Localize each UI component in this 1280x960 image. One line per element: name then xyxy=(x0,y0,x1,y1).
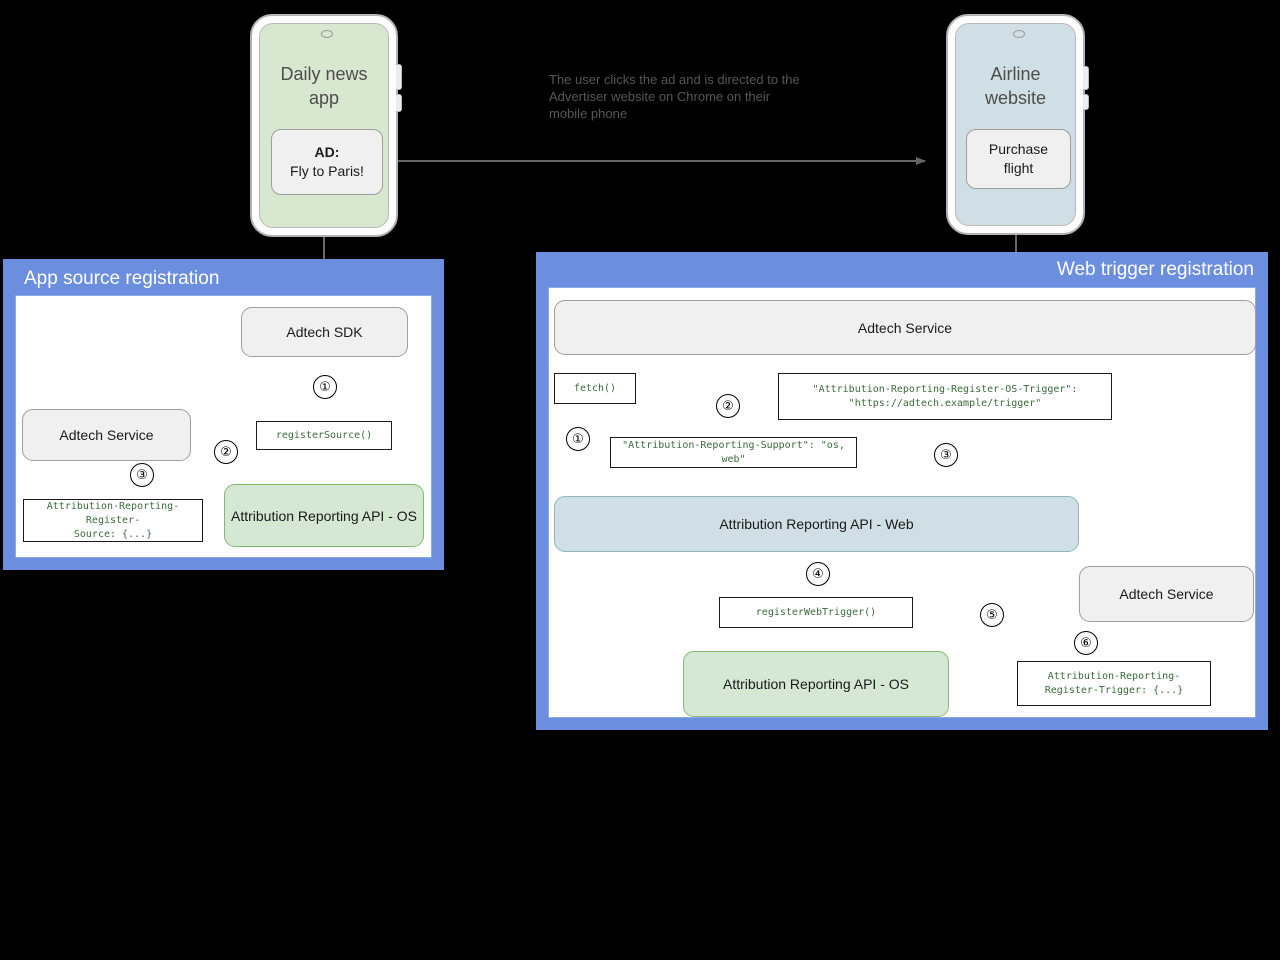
phone-left-side-button-2 xyxy=(396,94,402,112)
node-adtech-service-left[interactable]: Adtech Service xyxy=(22,409,191,461)
ad-card[interactable]: AD: Fly to Paris! xyxy=(271,129,383,195)
step-marker-right-5: ⑤ xyxy=(980,603,1004,627)
ad-card-line2: Fly to Paris! xyxy=(290,163,364,179)
step-marker-left-2: ② xyxy=(214,440,238,464)
step-marker-right-4: ④ xyxy=(806,562,830,586)
phone-screen-right xyxy=(955,23,1076,226)
step-marker-right-6: ⑥ xyxy=(1074,631,1098,655)
phone-right-title: Airline website xyxy=(984,64,1047,108)
purchase-flight-card[interactable]: Purchase flight xyxy=(966,129,1071,189)
phone-left-title: Daily news app xyxy=(280,64,368,108)
step-marker-left-3: ③ xyxy=(130,463,154,487)
node-ar-api-os-left[interactable]: Attribution Reporting API - OS xyxy=(224,484,424,547)
code-os-trigger-header: "Attribution-Reporting-Register-OS-Trigg… xyxy=(778,373,1112,420)
camera-icon xyxy=(321,30,333,38)
purchase-card-line1: Purchase xyxy=(988,141,1049,157)
node-adtech-sdk[interactable]: Adtech SDK xyxy=(241,307,408,357)
node-adtech-service-bottom-right[interactable]: Adtech Service xyxy=(1079,566,1254,622)
phone-right-side-button-2 xyxy=(1083,94,1089,110)
phone-right-side-button-1 xyxy=(1083,66,1089,90)
purchase-card-line2: flight xyxy=(1003,160,1034,176)
code-fetch: fetch() xyxy=(554,373,636,404)
node-adtech-service-top-right[interactable]: Adtech Service xyxy=(554,300,1256,355)
code-register-source: registerSource() xyxy=(256,421,392,450)
step-marker-right-1: ① xyxy=(566,427,590,451)
camera-icon xyxy=(1013,30,1025,38)
code-register-source-header: Attribution-Reporting-Register- Source: … xyxy=(23,499,203,542)
node-ar-api-web[interactable]: Attribution Reporting API - Web xyxy=(554,496,1079,552)
code-register-trigger-header: Attribution-Reporting- Register-Trigger:… xyxy=(1017,661,1211,706)
panel-right-title: Web trigger registration xyxy=(1056,259,1254,280)
step-marker-right-3: ③ xyxy=(934,443,958,467)
phone-screen-left xyxy=(259,23,389,228)
step-marker-left-1: ① xyxy=(313,375,337,399)
panel-left-title: App source registration xyxy=(24,268,220,289)
flow-caption: The user clicks the ad and is directed t… xyxy=(549,72,800,121)
step-marker-right-2: ② xyxy=(716,394,740,418)
phone-daily-news: Daily news app AD: Fly to Paris! xyxy=(250,14,398,237)
ad-card-line1: AD: xyxy=(314,144,340,160)
node-ar-api-os-right[interactable]: Attribution Reporting API - OS xyxy=(683,651,949,717)
phone-airline-site: Airline website Purchase flight xyxy=(946,14,1085,235)
phone-left-side-button-1 xyxy=(396,64,402,90)
code-register-web-trigger: registerWebTrigger() xyxy=(719,597,913,628)
code-support-header: "Attribution-Reporting-Support": "os, we… xyxy=(610,437,857,468)
